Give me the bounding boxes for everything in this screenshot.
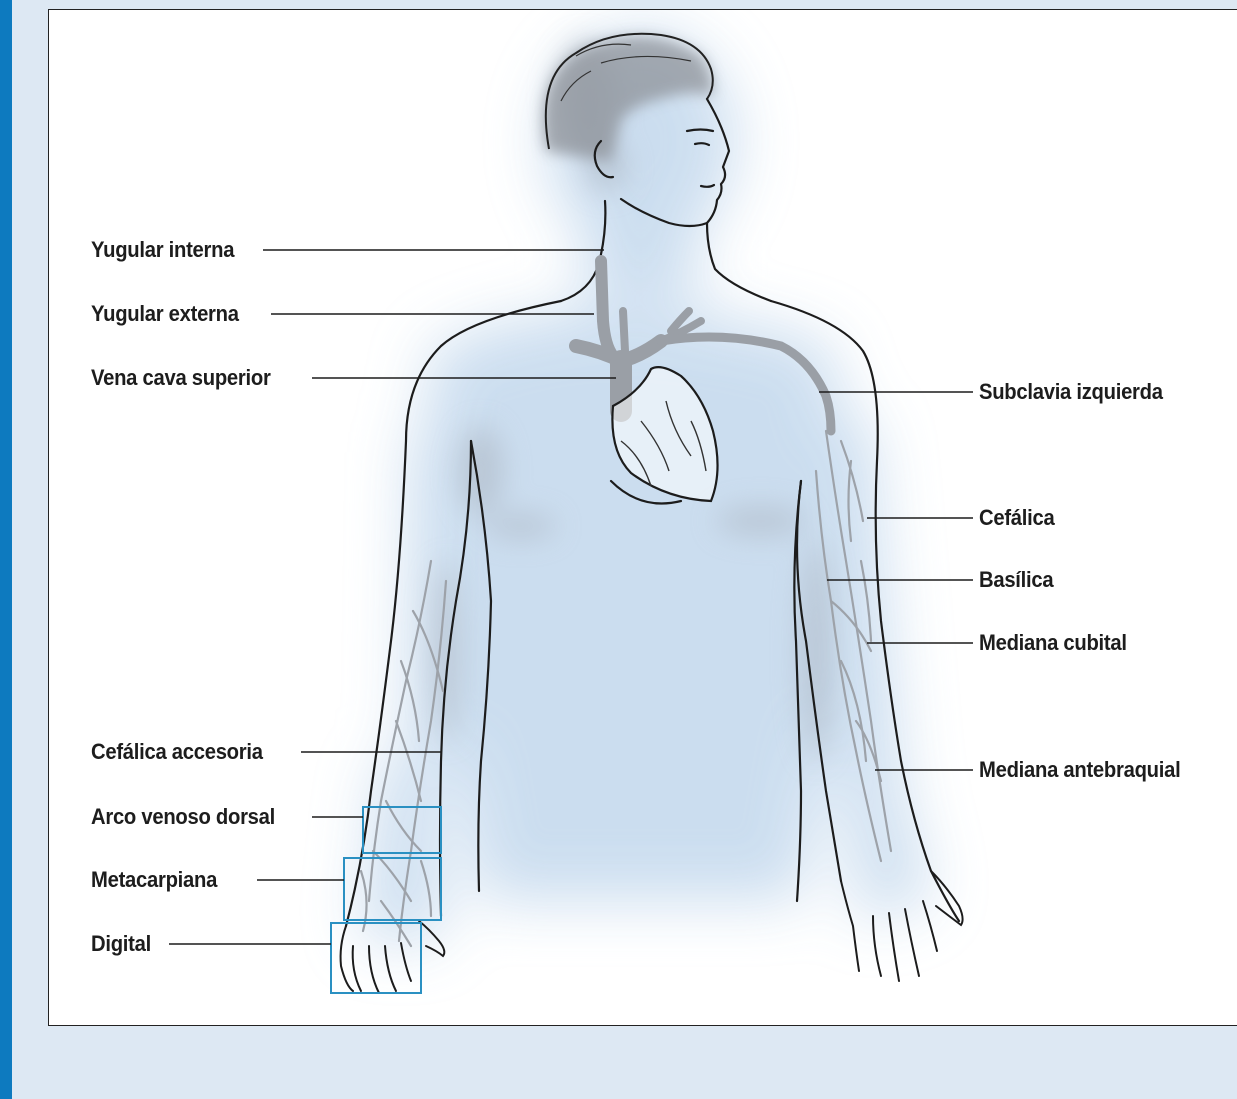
label-digital: Digital — [91, 931, 151, 957]
body-shading — [361, 31, 931, 941]
venous-system-illustration — [49, 10, 1237, 1026]
label-cefalica: Cefálica — [979, 505, 1054, 531]
label-subclavia-izquierda: Subclavia izquierda — [979, 379, 1163, 405]
label-yugular-interna: Yugular interna — [91, 237, 234, 263]
label-cefalica-accesoria: Cefálica accesoria — [91, 739, 263, 765]
label-arco-venoso-dorsal: Arco venoso dorsal — [91, 804, 275, 830]
figure-frame: Yugular interna Yugular externa Vena cav… — [48, 9, 1237, 1026]
label-vena-cava-superior: Vena cava superior — [91, 365, 271, 391]
accent-bar — [0, 0, 12, 1099]
label-basilica: Basílica — [979, 567, 1053, 593]
label-yugular-externa: Yugular externa — [91, 301, 239, 327]
label-metacarpiana: Metacarpiana — [91, 867, 217, 893]
label-mediana-cubital: Mediana cubital — [979, 630, 1127, 656]
label-mediana-antebraquial: Mediana antebraquial — [979, 757, 1180, 783]
